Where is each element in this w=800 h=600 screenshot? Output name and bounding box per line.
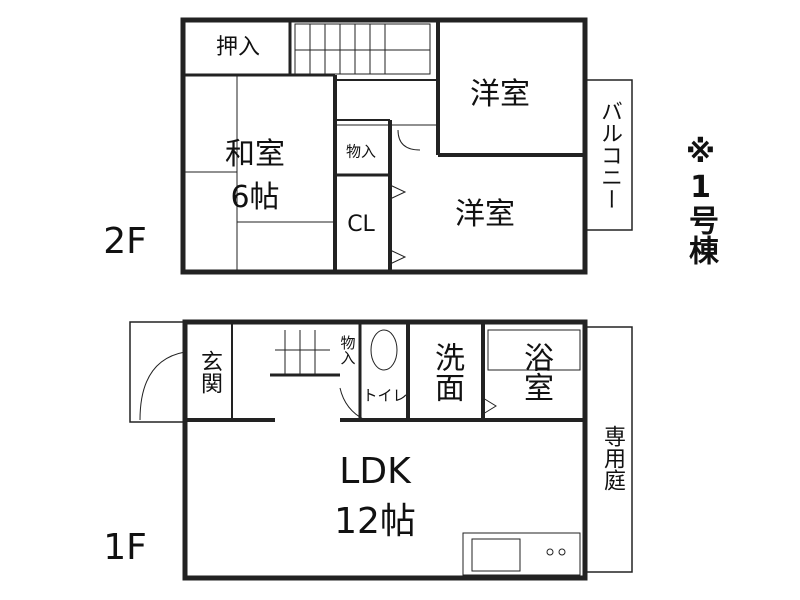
room-label-western-room-2: 洋室 bbox=[455, 197, 515, 232]
room-label-japanese-room: 和室 bbox=[225, 137, 285, 172]
room-label-private-garden: 専用庭 bbox=[600, 425, 625, 491]
room-label-oshiire: 押入 bbox=[215, 35, 261, 60]
room-label-western-room-1: 洋室 bbox=[470, 77, 530, 112]
room-size-ldk: 12帖 bbox=[334, 501, 416, 542]
entrance-porch bbox=[129, 321, 186, 423]
floor-label-2f: 2F bbox=[103, 221, 147, 262]
room-label-closet: CL bbox=[347, 212, 375, 237]
room-size-japanese-room: 6帖 bbox=[230, 180, 280, 215]
garden-outline bbox=[584, 326, 633, 573]
room-label-entrance: 玄関 bbox=[197, 350, 222, 394]
room-label-bathroom: 浴室 bbox=[518, 342, 553, 402]
room-label-toilet: トイレ bbox=[362, 386, 408, 405]
building-note: ※1号棟 bbox=[683, 135, 718, 265]
room-label-ldk: LDK bbox=[339, 451, 411, 492]
room-label-2f-storage: 物入 bbox=[345, 142, 377, 161]
room-label-washroom: 洗面 bbox=[429, 342, 464, 402]
room-label-balcony: バルコニー bbox=[597, 100, 622, 210]
floor-label-1f: 1F bbox=[103, 527, 147, 568]
room-label-1f-storage: 物入 bbox=[338, 335, 357, 365]
stove-burners: ○○ bbox=[543, 545, 569, 560]
